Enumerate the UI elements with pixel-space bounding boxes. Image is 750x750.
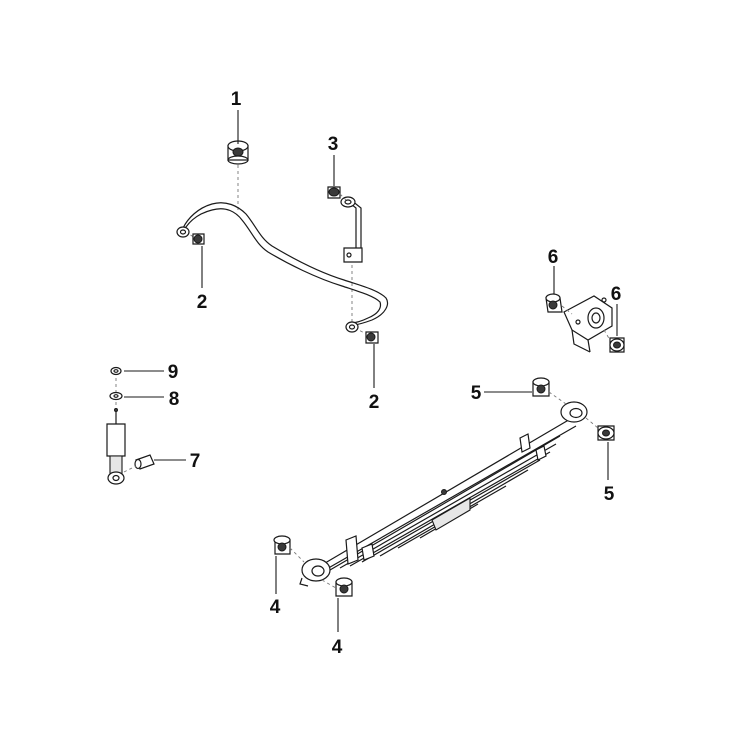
- shock-nut: [110, 366, 122, 376]
- shock-absorber: [106, 408, 126, 485]
- spring-rear-eye-bushing: [597, 425, 615, 441]
- callout-3: 3: [328, 134, 339, 155]
- callout-5: 5: [471, 383, 482, 404]
- callout-2: 2: [369, 392, 380, 413]
- callout-1: 1: [231, 89, 242, 110]
- spring-shackle-assembly: [545, 293, 625, 353]
- shackle-bushing: [609, 337, 625, 353]
- spring-rear-eye-bushing: [532, 377, 550, 397]
- shackle-bracket: [563, 295, 613, 353]
- callout-2: 2: [197, 292, 208, 313]
- callout-4: 4: [332, 637, 343, 658]
- shock-washer: [109, 391, 123, 401]
- stabilizer-bar-end-eye: [176, 226, 190, 238]
- stabilizer-bar-mount-bushing: [227, 140, 249, 165]
- callout-7: 7: [190, 451, 201, 472]
- spring-front-eye-bushing: [335, 577, 353, 597]
- callout-6: 6: [611, 284, 622, 305]
- shackle-bushing: [545, 293, 563, 313]
- stabilizer-bar-end-bushing: [192, 233, 205, 245]
- callout-5: 5: [604, 484, 615, 505]
- callout-8: 8: [169, 389, 180, 410]
- stabilizer-bar-end-eye: [345, 321, 359, 333]
- shock-absorber-assembly: [106, 366, 155, 485]
- callout-4: 4: [270, 597, 281, 618]
- stabilizer-bar: [182, 202, 389, 327]
- leaf-spring: [299, 401, 588, 587]
- stabilizer-bar-end-bushing: [365, 331, 379, 344]
- stabilizer-bar-assembly: [176, 140, 389, 344]
- spring-front-eye-bushing: [273, 535, 291, 555]
- callout-9: 9: [168, 362, 179, 383]
- callout-6: 6: [548, 247, 559, 268]
- leader-lines: [124, 110, 618, 632]
- leaf-spring-assembly: [273, 377, 615, 597]
- callout-labels: 1 3 2 2 6 6 5 5 4 4 9 8 7: [168, 89, 622, 658]
- stabilizer-link-rod: [340, 196, 363, 263]
- shock-sleeve: [134, 454, 155, 470]
- link-rod-bushing: [327, 186, 341, 199]
